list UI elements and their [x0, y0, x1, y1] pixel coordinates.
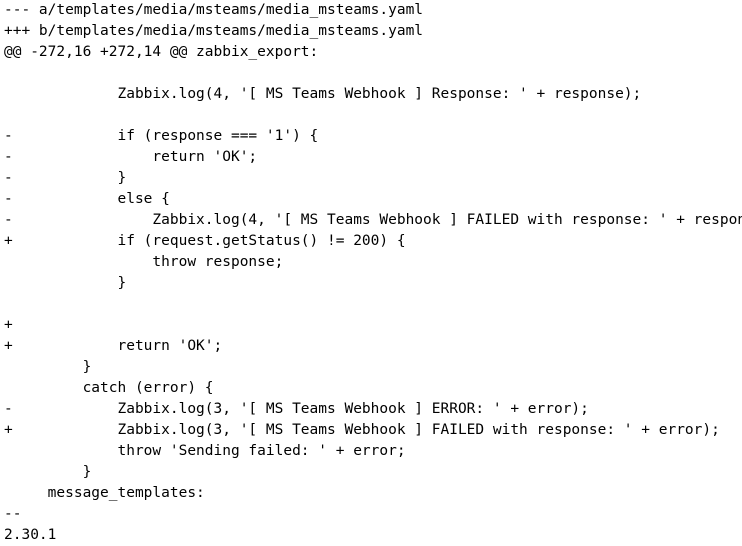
diff-line-del: - return 'OK';	[4, 149, 258, 165]
diff-line-add: + return 'OK';	[4, 338, 223, 354]
diff-line-del: - }	[4, 170, 127, 186]
diff-line-ctx: throw 'Sending failed: ' + error;	[4, 443, 406, 459]
diff-line-del: - Zabbix.log(3, '[ MS Teams Webhook ] ER…	[4, 401, 589, 417]
diff-line-ctx: }	[4, 359, 92, 375]
diff-line-trailer: 2.30.1	[4, 527, 57, 543]
diff-line-ctx: }	[4, 464, 92, 480]
diff-line-add: +	[4, 317, 13, 333]
diff-line-del: - else {	[4, 191, 170, 207]
diff-line-ctx: }	[4, 275, 127, 291]
diff-line-add: + if (request.getStatus() != 200) {	[4, 233, 406, 249]
diff-line-meta: +++ b/templates/media/msteams/media_mste…	[4, 23, 424, 39]
diff-line-add: + Zabbix.log(3, '[ MS Teams Webhook ] FA…	[4, 422, 720, 438]
diff-line-trailer: --	[4, 506, 22, 522]
diff-line-hunk: @@ -272,16 +272,14 @@ zabbix_export:	[4, 44, 319, 60]
diff-line-ctx: Zabbix.log(4, '[ MS Teams Webhook ] Resp…	[4, 86, 642, 102]
diff-line-ctx	[0, 105, 742, 126]
diff-line-del: - if (response === '1') {	[4, 128, 319, 144]
diff-line-ctx	[0, 294, 742, 315]
diff-line-meta: --- a/templates/media/msteams/media_mste…	[4, 2, 424, 18]
diff-line-ctx	[0, 63, 742, 84]
diff-line-ctx: message_templates:	[4, 485, 205, 501]
diff-line-ctx: throw response;	[4, 254, 284, 270]
diff-line-del: - Zabbix.log(4, '[ MS Teams Webhook ] FA…	[4, 212, 742, 228]
diff-line-ctx: catch (error) {	[4, 380, 214, 396]
